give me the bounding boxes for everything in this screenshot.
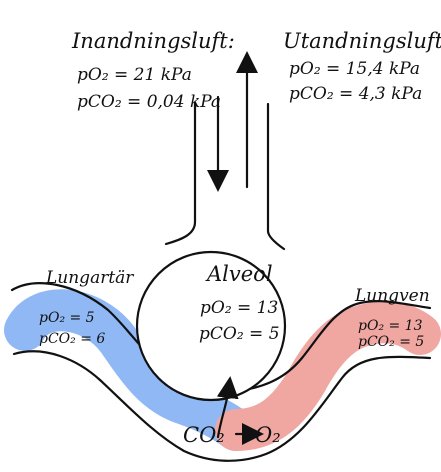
oxygen-label: O₂ — [255, 423, 281, 447]
inhaled-air-title: Inandningsluft: — [71, 29, 235, 53]
lung-artery-po2: pO₂ = 5 — [39, 310, 95, 326]
lung-vein-po2: pO₂ = 13 — [358, 318, 423, 334]
alveolus-pco2: pCO₂ = 5 — [199, 324, 280, 344]
lung-vein-blood — [215, 301, 441, 451]
airway-right-wall — [266, 102, 286, 251]
lung-vein-title: Lungven — [354, 286, 430, 306]
carbon-dioxide-label: CO₂ — [183, 423, 225, 447]
alveolus — [135, 250, 287, 402]
lung-artery-blood — [4, 289, 257, 451]
exhaled-air-title: Utandningsluft: — [283, 29, 441, 53]
lung-artery-title: Lungartär — [45, 268, 134, 288]
alveolus-title: Alveol — [205, 262, 273, 286]
vessel-lower-wall — [12, 350, 432, 462]
airway-left-wall — [164, 101, 197, 246]
inhaled-pco2: pCO₂ = 0,04 kPa — [77, 92, 221, 112]
gas-exchange-arrow — [216, 376, 239, 439]
alveolus-po2: pO₂ = 13 — [200, 298, 278, 318]
lung-vein-pco2: pCO₂ = 5 — [358, 334, 424, 350]
inhaled-po2: pO₂ = 21 kPa — [77, 65, 192, 85]
exhaled-pco2: pCO₂ = 4,3 kPa — [289, 84, 422, 104]
exhaled-po2: pO₂ = 15,4 kPa — [289, 59, 420, 79]
lung-artery-pco2: pCO₂ = 6 — [39, 331, 105, 347]
